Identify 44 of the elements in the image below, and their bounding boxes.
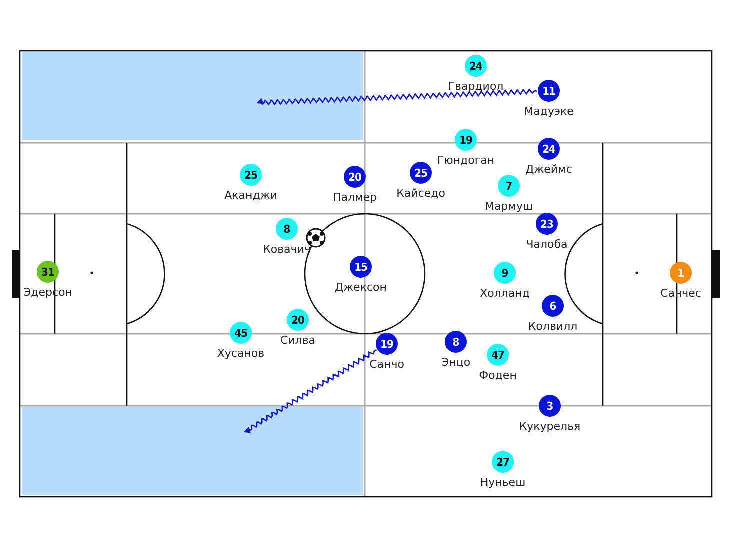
player-name: Кукурелья	[519, 420, 581, 433]
player-number-marker: 9	[494, 262, 516, 284]
player-number-marker: 20	[344, 166, 366, 188]
player-name: Нуньеш	[480, 476, 526, 489]
player-number-marker: 7	[498, 175, 520, 197]
wavy-run-arrow	[244, 350, 378, 434]
player-number-marker: 25	[410, 162, 432, 184]
player-number-marker: 11	[538, 80, 560, 102]
player-number-marker: 31	[37, 261, 59, 283]
player-number-marker: 8	[445, 331, 467, 353]
player-name: Джеймс	[526, 163, 572, 176]
player-number-marker: 8	[276, 218, 298, 240]
player-name: Хусанов	[217, 347, 265, 360]
player-name: Холланд	[480, 287, 530, 300]
player-name: Санчо	[370, 358, 404, 371]
player-name: Джексон	[335, 281, 387, 294]
player-name: Энцо	[441, 356, 471, 369]
player-name: Аканджи	[224, 189, 278, 202]
player-number-marker: 45	[230, 322, 252, 344]
player-name: Силва	[280, 334, 316, 347]
player-name: Фоден	[479, 369, 517, 382]
player-name: Ковачич	[263, 243, 311, 256]
player-number-marker: 6	[542, 295, 564, 317]
player-name: Гвардиол	[448, 80, 504, 93]
player-number-marker: 19	[455, 129, 477, 151]
player-number-marker: 19	[376, 333, 398, 355]
player-name: Кайседо	[396, 187, 446, 200]
player-number-marker: 3	[539, 395, 561, 417]
player-name: Мадуэке	[524, 105, 574, 118]
player-number-marker: 15	[350, 256, 372, 278]
player-name: Мармуш	[484, 200, 534, 213]
player-name: Палмер	[332, 191, 378, 204]
player-name: Чалоба	[526, 238, 568, 251]
player-number-marker: 25	[240, 164, 262, 186]
player-name: Гюндоган	[437, 154, 495, 167]
player-number-marker: 24	[538, 138, 560, 160]
player-number-marker: 47	[487, 344, 509, 366]
wavy-run-arrow	[256, 88, 538, 106]
player-number-marker: 24	[465, 55, 487, 77]
player-number-marker: 23	[536, 213, 558, 235]
player-number-marker: 1	[670, 262, 692, 284]
player-name: Колвилл	[528, 320, 578, 333]
player-number-marker: 20	[287, 309, 309, 331]
player-number-marker: 27	[492, 451, 514, 473]
